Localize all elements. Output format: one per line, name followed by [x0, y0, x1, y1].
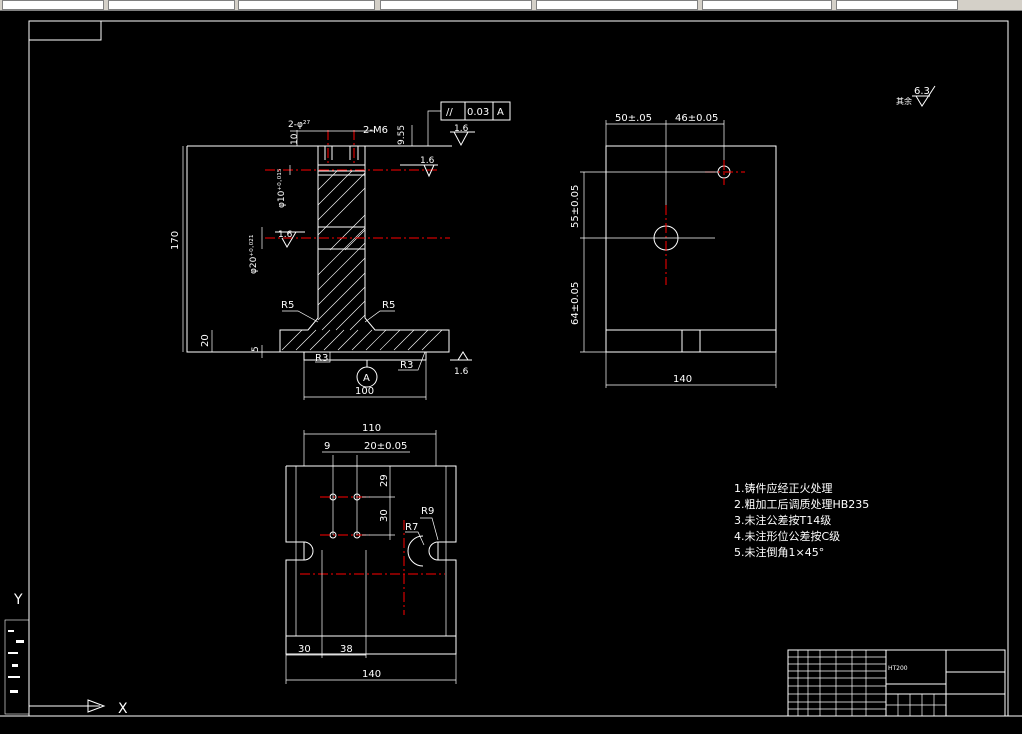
general-roughness: 其余 6.3 [896, 85, 936, 107]
note-1: 1.铸件应经正火处理 [734, 481, 833, 495]
tolerance-symbol: // [446, 107, 453, 118]
note-2: 2.粗加工后调质处理HB235 [734, 498, 869, 511]
toolbar [0, 0, 1022, 11]
dim-20: 20 [200, 334, 211, 347]
front-view: 170 20 5 100 2-φ²⁷ 2-M6 10 9.55 φ10⁺⁰·⁰¹… [170, 101, 511, 400]
dim-29: 29 [379, 474, 390, 487]
top-view: 110 9 20±0.05 29 30 R9 R7 30 38 140 [285, 423, 457, 684]
hatch-web [281, 170, 443, 351]
dim-46: 46±0.05 [675, 113, 718, 124]
dim-20: 20±0.05 [364, 441, 407, 452]
ucs-y-label: Y [13, 592, 23, 608]
toolbar-field-6[interactable] [702, 0, 832, 10]
corner-box [28, 20, 102, 41]
radius-r3-left: R3 [315, 353, 328, 364]
thread-spec: 2-M6 [363, 125, 388, 136]
radius-r3-right: R3 [400, 360, 413, 371]
radius-left: R5 [281, 300, 294, 311]
toolbar-field-7[interactable] [836, 0, 958, 10]
radius-r7: R7 [405, 522, 418, 533]
drawing-canvas[interactable]: 170 20 5 100 2-φ²⁷ 2-M6 10 9.55 φ10⁺⁰·⁰¹… [0, 10, 1022, 730]
note-3: 3.未注公差按T14级 [734, 513, 831, 527]
dim-30h: 30 [298, 644, 311, 655]
dim-9: 9 [324, 441, 330, 452]
dim-5: 5 [251, 346, 261, 352]
dim-50: 50±.05 [615, 113, 652, 124]
material-label: HT200 [888, 665, 908, 672]
dim-38: 38 [340, 644, 353, 655]
dim-side-140: 140 [673, 374, 692, 385]
roughness-1: 1.6 [454, 124, 469, 134]
ucs-icon: Y X [4, 592, 128, 717]
roughness-3: 1.6 [278, 230, 293, 240]
hole-spec: 2-φ²⁷ [288, 120, 311, 130]
radius-r9: R9 [421, 506, 434, 517]
bore-small: φ10⁺⁰·⁰¹⁵ [277, 168, 287, 208]
radius-right: R5 [382, 300, 395, 311]
datum-label: A [363, 373, 370, 384]
bore-large: φ20⁺⁰·⁰²¹ [249, 234, 259, 274]
dim-30v: 30 [379, 509, 390, 522]
side-view: 50±.05 46±0.05 55±0.05 64±0.05 140 [570, 113, 777, 388]
dim-55: 55±0.05 [570, 185, 581, 228]
roughness-2: 1.6 [420, 156, 435, 166]
note-5: 5.未注倒角1×45° [734, 545, 824, 559]
note-4: 4.未注形位公差按C级 [734, 529, 840, 543]
dim-10: 10 [290, 133, 300, 145]
dim-top-140: 140 [362, 669, 381, 680]
title-block: HT200 [787, 649, 1006, 717]
toolbar-field-3[interactable] [238, 0, 375, 10]
general-roughness-value: 6.3 [914, 86, 930, 97]
ucs-x-label: X [118, 701, 128, 717]
toolbar-field-2[interactable] [108, 0, 235, 10]
outer-border [28, 20, 1009, 717]
dim-9-55: 9.55 [397, 125, 407, 145]
roughness-4: 1.6 [454, 367, 469, 377]
tolerance-value: 0.03 [467, 107, 489, 118]
general-roughness-label: 其余 [896, 96, 912, 106]
technical-notes: 1.铸件应经正火处理 2.粗加工后调质处理HB235 3.未注公差按T14级 4… [734, 481, 869, 559]
dim-110: 110 [362, 423, 381, 434]
toolbar-field-1[interactable] [2, 0, 104, 10]
dim-64: 64±0.05 [570, 282, 581, 325]
tolerance-datum: A [497, 107, 504, 118]
dim-100: 100 [355, 386, 374, 397]
toolbar-field-5[interactable] [536, 0, 698, 10]
toolbar-field-4[interactable] [380, 0, 532, 10]
dim-170: 170 [170, 231, 181, 250]
